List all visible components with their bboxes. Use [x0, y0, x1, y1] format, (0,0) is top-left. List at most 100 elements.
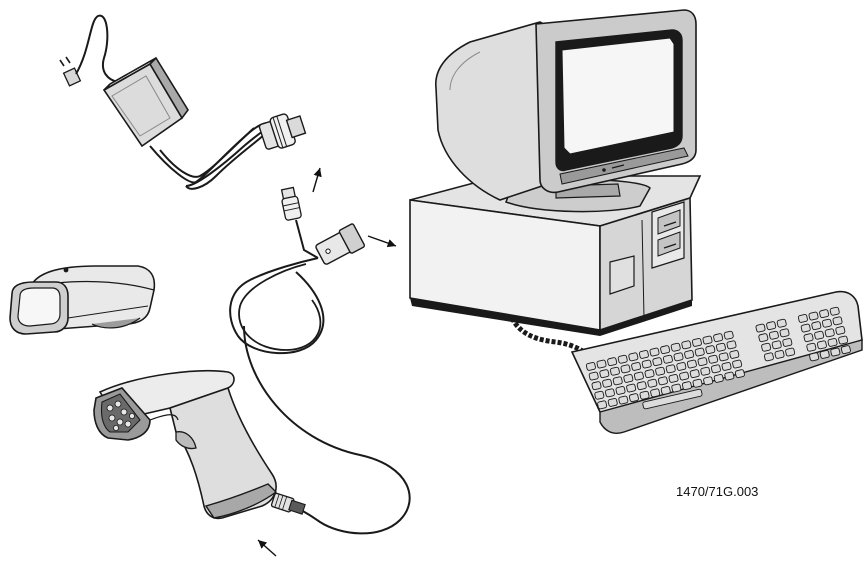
- keyboard-key: [690, 369, 700, 378]
- keyboard-key: [729, 350, 739, 359]
- keyboard-key: [766, 321, 776, 330]
- keyboard-key: [828, 338, 838, 347]
- keyboard-key: [811, 321, 821, 330]
- keyboard-key: [825, 328, 835, 337]
- keyboard-key: [798, 314, 808, 323]
- keyboard-key: [735, 369, 745, 378]
- keyboard-key: [830, 307, 840, 316]
- keyboard-key: [669, 374, 679, 383]
- keyboard-key: [687, 360, 697, 369]
- keyboard-key: [681, 340, 691, 349]
- keyboard-key: [711, 364, 721, 373]
- ac-adapter-icon: [60, 16, 308, 189]
- connect-arrow-computer: [368, 236, 396, 246]
- keyboard-key: [732, 360, 742, 369]
- keyboard-key: [671, 343, 681, 352]
- keyboard-key: [692, 338, 702, 347]
- keyboard-key: [642, 360, 652, 369]
- keyboard-key: [599, 369, 609, 378]
- keyboard-key: [756, 324, 766, 333]
- keyboard-key: [724, 372, 734, 381]
- keyboard-key: [594, 391, 604, 400]
- keyboard-key: [782, 338, 792, 347]
- keyboard-key: [647, 379, 657, 388]
- keyboard-key: [716, 343, 726, 352]
- keyboard-key: [722, 362, 732, 371]
- keyboard-key: [764, 352, 774, 361]
- keyboard-key: [652, 357, 662, 366]
- keyboard-key: [761, 343, 771, 352]
- keyboard-key: [626, 384, 636, 393]
- keyboard-key: [822, 319, 832, 328]
- keyboard-key: [695, 348, 705, 357]
- keyboard-key: [666, 364, 676, 373]
- keyboard-key: [804, 333, 814, 342]
- keyboard-key: [780, 328, 790, 337]
- keyboard-key: [676, 362, 686, 371]
- keyboard-key: [820, 350, 830, 359]
- keyboard-key: [841, 345, 851, 354]
- figure-code: 1470/71G.003: [676, 484, 758, 499]
- keyboard-key: [700, 367, 710, 376]
- keyboard-key: [801, 324, 811, 333]
- keyboard-key: [833, 316, 843, 325]
- keyboard-key: [607, 357, 617, 366]
- keyboard-key: [817, 340, 827, 349]
- connect-arrow-power: [313, 168, 320, 192]
- keyboard-key: [645, 369, 655, 378]
- keyboard-key: [785, 348, 795, 357]
- keyboard-key: [679, 372, 689, 381]
- keyboard-key: [719, 352, 729, 361]
- keyboard-key: [814, 331, 824, 340]
- keyboard-key: [663, 355, 673, 364]
- keyboard-key: [650, 348, 660, 357]
- keyboard-key: [618, 396, 628, 405]
- keyboard-key: [608, 398, 618, 407]
- keyboard-key: [682, 381, 692, 390]
- keyboard-key: [660, 345, 670, 354]
- keyboard-key: [713, 333, 723, 342]
- keyboard-key: [661, 386, 671, 395]
- keyboard-key: [772, 340, 782, 349]
- keyboard-key: [708, 355, 718, 364]
- keyboard-key: [830, 348, 840, 357]
- keyboard-key: [623, 374, 633, 383]
- keyboard-key: [714, 374, 724, 383]
- keyboard-key: [618, 355, 628, 364]
- keyboard-key: [809, 312, 819, 321]
- keyboard-key: [631, 362, 641, 371]
- keyboard-key: [703, 376, 713, 385]
- keyboard-key: [838, 336, 848, 345]
- keyboard-key: [671, 384, 681, 393]
- keyboard-key: [610, 367, 620, 376]
- keyboard-key: [613, 376, 623, 385]
- keyboard-key: [592, 381, 602, 390]
- pc-terminal-icon: [410, 10, 700, 336]
- keyboard-key: [637, 381, 647, 390]
- keyboard-key: [650, 388, 660, 397]
- keyboard-key: [758, 333, 768, 342]
- keyboard-key: [698, 357, 708, 366]
- keyboard-key: [628, 352, 638, 361]
- keyboard-key: [640, 391, 650, 400]
- keyboard-key: [775, 350, 785, 359]
- keyboard-key: [589, 372, 599, 381]
- keyboard-key: [621, 364, 631, 373]
- keyboard-key: [655, 367, 665, 376]
- keyboard-key: [597, 400, 607, 409]
- keyboard-key: [835, 326, 845, 335]
- keyboard-key: [629, 393, 639, 402]
- keyboard-key: [777, 319, 787, 328]
- keyboard-key: [616, 386, 626, 395]
- keyboard-key: [809, 352, 819, 361]
- handheld-scanner-icon: [94, 371, 276, 519]
- keyboard-key: [724, 331, 734, 340]
- keyboard-key: [703, 336, 713, 345]
- keyboard-key: [684, 350, 694, 359]
- keyboard-key: [674, 352, 684, 361]
- keyboard-key: [705, 345, 715, 354]
- keyboard-key: [769, 331, 779, 340]
- keyboard-key: [639, 350, 649, 359]
- keyboard-key: [806, 343, 816, 352]
